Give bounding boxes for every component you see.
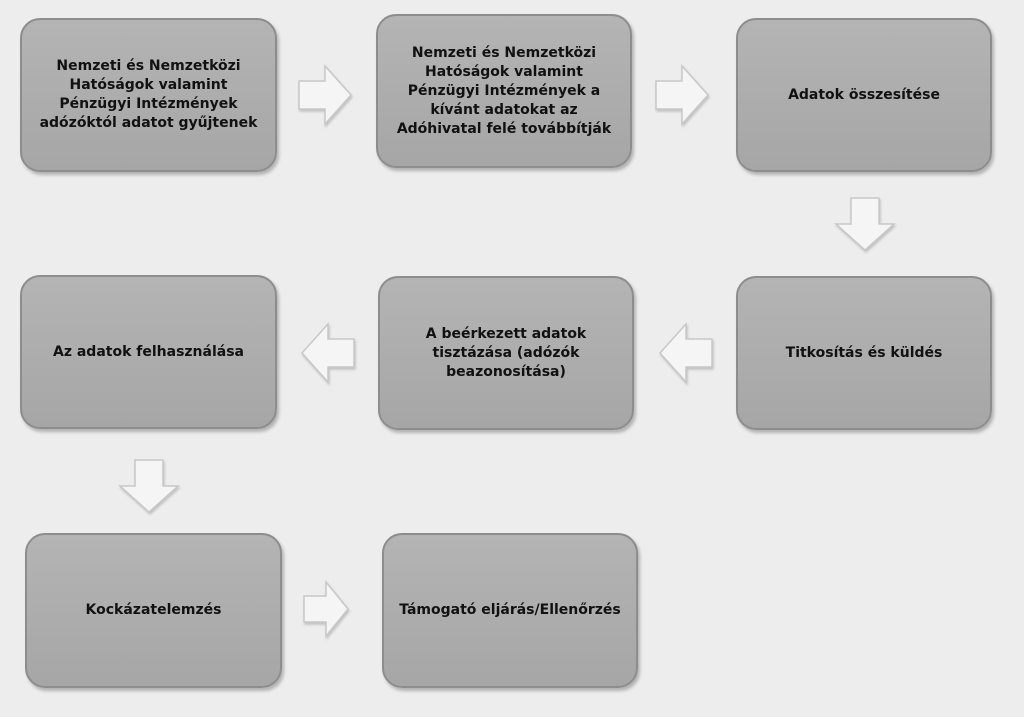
arrow-down-icon (118, 459, 180, 514)
step-aggregate-label: Adatok összesítése (788, 86, 940, 103)
step-risk-box: Kockázatelemzés (25, 533, 282, 688)
step-collect-box: Nemzeti és Nemzetközi Hatóságok valamint… (20, 18, 277, 172)
step-forward-box: Nemzeti és Nemzetközi Hatóságok valamint… (376, 14, 632, 168)
step-clarify-box: A beérkezett adatok tisztázása (adózók b… (378, 276, 634, 430)
step-aggregate-box: Adatok összesítése (736, 18, 992, 172)
arrow-right-icon (655, 64, 710, 126)
arrow-down-icon (834, 197, 896, 252)
step-forward-label: Nemzeti és Nemzetközi Hatóságok valamint… (396, 44, 612, 137)
step-encrypt-box: Titkosítás és küldés (736, 276, 992, 430)
arrow-right-icon (298, 64, 353, 126)
step-use-label: Az adatok felhasználása (53, 343, 244, 360)
step-clarify-label: A beérkezett adatok tisztázása (adózók b… (425, 325, 587, 380)
step-support-box: Támogató eljárás/Ellenőrzés (382, 533, 638, 688)
step-risk-label: Kockázatelemzés (85, 602, 222, 618)
arrow-left-icon (658, 322, 713, 384)
step-encrypt-label: Titkosítás és küldés (785, 344, 943, 361)
arrow-left-icon (300, 322, 355, 384)
step-use-box: Az adatok felhasználása (20, 275, 277, 429)
step-support-label: Támogató eljárás/Ellenőrzés (399, 602, 621, 618)
step-collect-label: Nemzeti és Nemzetközi Hatóságok valamint… (39, 58, 258, 131)
arrow-right-icon (303, 579, 349, 639)
